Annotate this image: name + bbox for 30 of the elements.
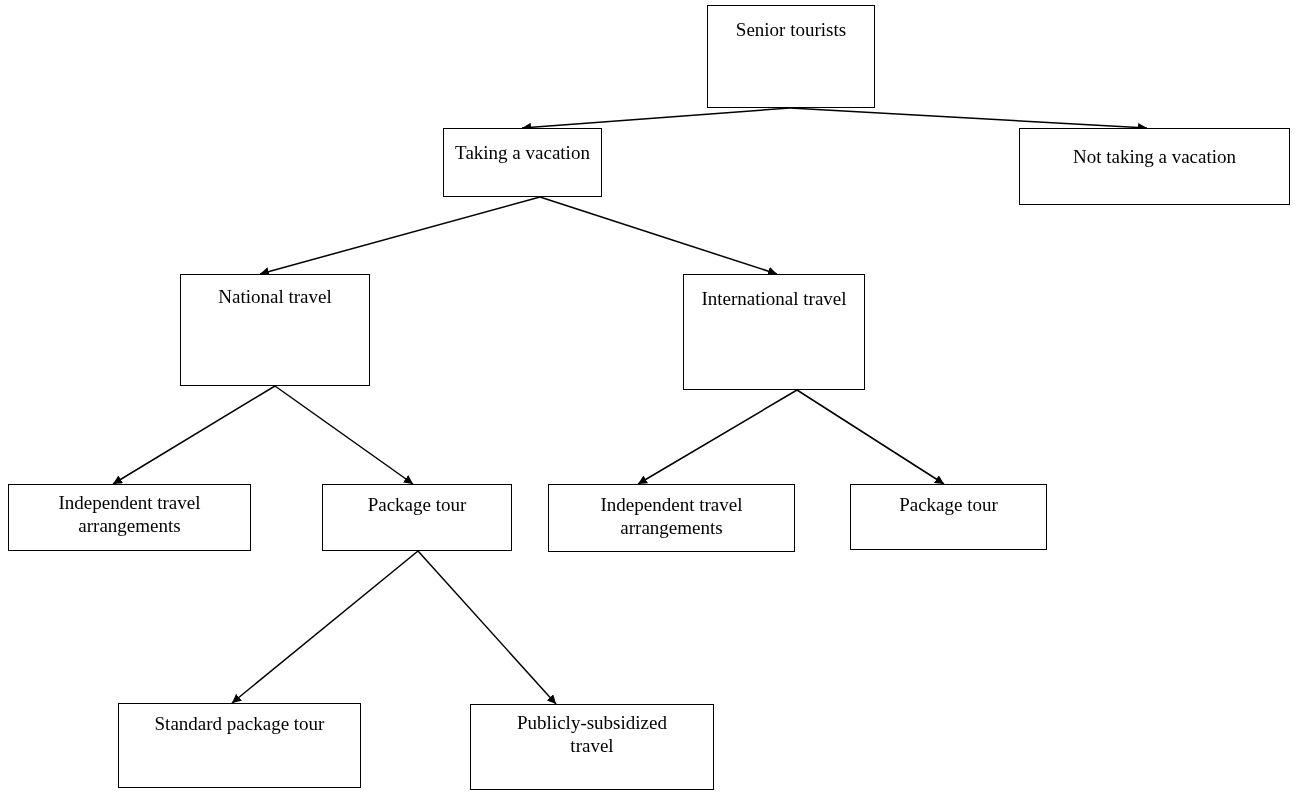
box-label: Senior tourists <box>734 18 848 41</box>
box-label: Standard package tour <box>153 712 326 735</box>
box-label: Package tour <box>898 493 999 516</box>
arrow <box>796 389 945 485</box>
box-label: Independent travel arrangements <box>599 493 744 539</box>
category-box <box>8 484 251 551</box>
category-box <box>470 704 714 790</box>
arrow <box>637 389 798 485</box>
box-label: Publicly-subsidized travel <box>517 711 667 757</box>
arrow <box>112 385 276 485</box>
box-label: Package tour <box>366 493 468 516</box>
box-label: International travel <box>700 287 848 310</box>
category-box <box>683 274 865 390</box>
category-box <box>548 484 795 552</box>
box-label: Independent travel arrangements <box>57 491 202 537</box>
arrow <box>231 550 419 704</box>
box-label: National travel <box>217 285 333 308</box>
category-box <box>443 128 602 197</box>
arrow <box>259 196 541 276</box>
category-box <box>118 703 361 788</box>
arrow <box>539 196 778 276</box>
category-box <box>1019 128 1290 205</box>
category-box <box>850 484 1047 550</box>
category-box <box>707 5 875 108</box>
box-label: Taking a vacation <box>454 141 591 164</box>
category-box <box>180 274 370 386</box>
category-box <box>322 484 512 551</box>
arrow <box>274 385 414 485</box>
box-label: Not taking a vacation <box>1072 145 1237 168</box>
arrow <box>417 550 557 705</box>
